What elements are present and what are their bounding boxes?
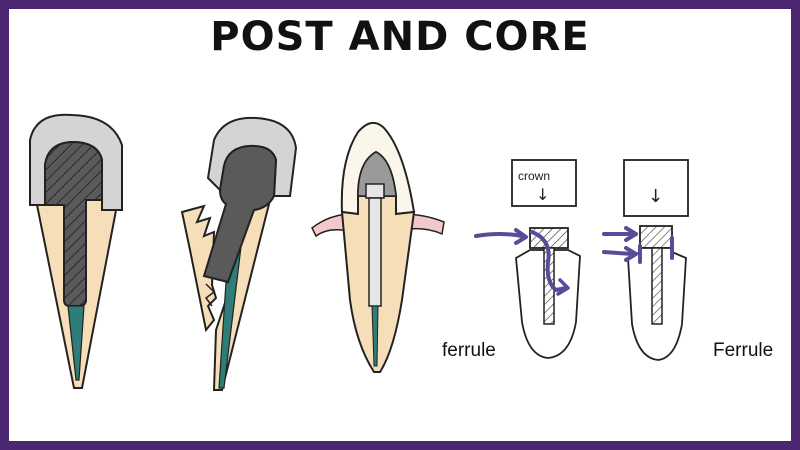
stress-path-arrow xyxy=(530,230,568,293)
force-arrow xyxy=(474,232,524,238)
ferrule-label-left: ferrule xyxy=(442,340,496,361)
crown-box xyxy=(511,159,577,207)
tooth-fractured xyxy=(180,116,298,391)
crown-down-arrow: ↓ xyxy=(536,185,549,204)
fracture-crack xyxy=(204,283,216,307)
crown-box-label: crown xyxy=(518,169,550,183)
force-arrowhead xyxy=(514,228,528,245)
ferrule-figure-right: ↓ xyxy=(602,159,689,361)
stress-path-arrowhead xyxy=(556,278,570,296)
root-canal xyxy=(67,305,85,381)
crown-box xyxy=(623,159,689,217)
core-tilted xyxy=(202,144,278,284)
page-title: POST AND CORE xyxy=(210,14,590,60)
incisor-canal xyxy=(371,305,379,367)
tooth-incisor-post xyxy=(311,121,445,373)
post-shaft xyxy=(368,197,382,307)
post-hatched xyxy=(651,247,663,325)
crown-down-arrow: ↓ xyxy=(648,186,663,207)
core-hatched xyxy=(639,225,673,249)
core-buildup xyxy=(44,140,103,307)
post-head xyxy=(365,183,385,199)
tooth-intact-post-core xyxy=(29,113,123,389)
force-arrowhead-lower xyxy=(624,246,638,262)
core-hatched xyxy=(529,227,569,249)
ferrule-label-right: Ferrule xyxy=(713,340,774,361)
force-arrow-lower xyxy=(602,250,634,256)
ferrule-figure-left: crown ↓ xyxy=(474,159,581,359)
force-arrowhead-upper xyxy=(624,226,638,242)
